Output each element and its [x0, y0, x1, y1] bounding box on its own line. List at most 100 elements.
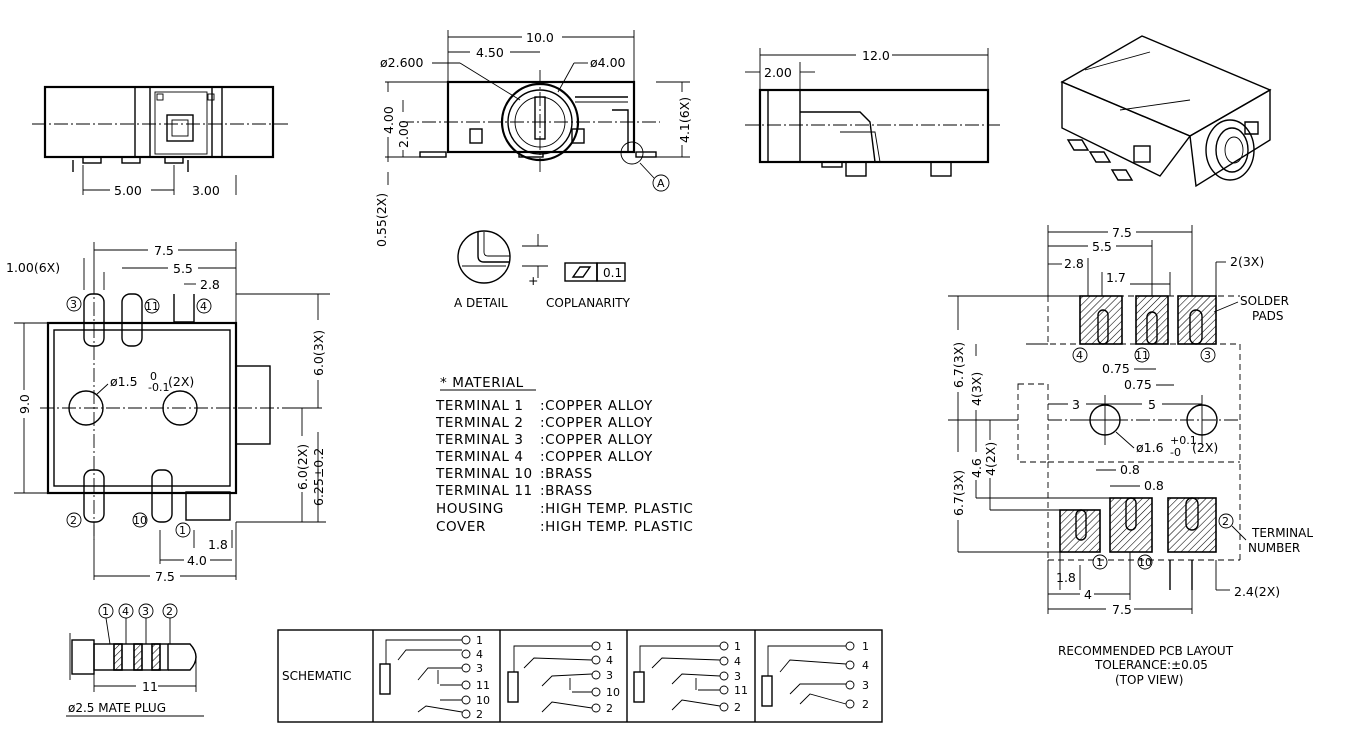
material-value: :COPPER ALLOY — [540, 449, 653, 465]
pcb-dim-24-2x: 2.4(2X) — [1234, 584, 1280, 599]
schematic-pin: 2 — [606, 702, 613, 715]
detail-a: + A DETAIL 0.1 COPLANARITY — [454, 230, 631, 310]
schematic-pin: 2 — [476, 708, 483, 721]
pin-label-3: 3 — [70, 298, 77, 311]
material-value: :COPPER ALLOY — [540, 398, 653, 414]
material-value: :HIGH TEMP. PLASTIC — [540, 501, 693, 517]
pcb-pad-1: 1 — [1096, 556, 1103, 569]
plug-pin-2: 2 — [166, 605, 173, 618]
dim-front-left: 5.00 — [114, 183, 142, 198]
material-value: :HIGH TEMP. PLASTIC — [540, 519, 693, 535]
schematic-label: SCHEMATIC — [282, 669, 351, 683]
material-part: TERMINAL 3 — [435, 432, 524, 448]
pcb-dim-17: 1.7 — [1106, 270, 1126, 285]
pcb-dim-hole-qty: (2X) — [1192, 440, 1218, 455]
coplanarity-label: COPLANARITY — [546, 296, 631, 310]
material-heading: * MATERIAL — [440, 375, 524, 391]
schematic-pin: 4 — [862, 659, 869, 672]
pcb-dim-75-bottom: 7.5 — [1112, 602, 1132, 617]
material-part: TERMINAL 1 — [435, 398, 524, 414]
dim-top-offset: 4.50 — [476, 45, 504, 60]
pcb-dim-hole-tol-dn: -0 — [1170, 446, 1181, 459]
dim-bottom-hole: ø1.5 — [110, 374, 138, 389]
schematic-pin: 3 — [476, 662, 483, 675]
dim-bottom-hole-tol-dn: -0.1 — [148, 381, 169, 394]
schematic-pin: 11 — [476, 679, 490, 692]
dim-top-height: 4.00 — [381, 106, 396, 134]
svg-text:+: + — [528, 273, 538, 288]
pcb-dim-hole-tol-up: +0.1 — [1170, 434, 1197, 447]
schematic-pin: 1 — [862, 640, 869, 653]
dim-bottom-h625: 6.25±0.2 — [311, 448, 326, 506]
schematic-pin: 3 — [862, 679, 869, 692]
pcb-caption-line3: (TOP VIEW) — [1115, 673, 1183, 687]
pcb-dim-08-b: 0.8 — [1144, 478, 1164, 493]
dim-bottom-width-bottom: 7.5 — [155, 569, 175, 584]
pcb-dim-67-bottom: 6.7(3X) — [951, 470, 966, 516]
pcb-dim-5: 5 — [1148, 397, 1156, 412]
dim-pad-thickness: 0.55(2X) — [374, 193, 389, 247]
plug-pin-1: 1 — [102, 605, 109, 618]
schematic-pin: 1 — [606, 640, 613, 653]
dim-bottom-55: 5.5 — [173, 261, 193, 276]
pcb-pad-2: 2 — [1222, 515, 1229, 528]
detail-title: A DETAIL — [454, 296, 508, 310]
pcb-pad-3: 3 — [1204, 349, 1211, 362]
dim-bottom-width-top: 7.5 — [154, 243, 174, 258]
dim-top-axis: 2.00 — [396, 120, 411, 148]
schematic-pin: 2 — [734, 701, 741, 714]
pcb-dim-hole: ø1.6 — [1136, 440, 1164, 455]
schematic-pin: 1 — [734, 640, 741, 653]
pcb-pad-10: 10 — [1138, 556, 1152, 569]
plug-pin-4: 4 — [122, 605, 129, 618]
schematic-pin: 4 — [606, 654, 613, 667]
pin-label-1: 1 — [179, 524, 186, 537]
isometric-view — [1060, 35, 1272, 188]
pcb-dim-075-b: 0.75 — [1124, 377, 1152, 392]
plug-caption: ø2.5 MATE PLUG — [68, 701, 166, 715]
schematic-panel-3: 1 4 3 11 2 — [633, 640, 748, 714]
bottom-view: 3 11 4 2 10 1 1.00(6X) 7.5 5.5 2.8 ø1.5 … — [6, 242, 330, 584]
material-value: :BRASS — [540, 483, 593, 499]
coplanarity-value: 0.1 — [603, 266, 622, 280]
schematic-pin: 10 — [606, 686, 620, 699]
material-part: HOUSING — [436, 501, 504, 517]
pcb-caption-line2: TOLERANCE:±0.05 — [1094, 658, 1208, 672]
dim-top-bore: ø2.600 — [380, 55, 423, 70]
pin-label-4: 4 — [200, 300, 207, 313]
front-view: 5.00 3.00 — [32, 85, 290, 198]
dim-front-right: 3.00 — [192, 183, 220, 198]
pin-label-11: 11 — [145, 300, 159, 313]
pcb-pad-4: 4 — [1076, 349, 1083, 362]
dim-bottom-hole-tol-up: 0 — [150, 370, 157, 383]
material-part: COVER — [436, 519, 486, 535]
pcb-pad-11: 11 — [1135, 349, 1149, 362]
pin-label-2: 2 — [70, 514, 77, 527]
pcb-dim-3: 3 — [1072, 397, 1080, 412]
dim-bottom-h9: 9.0 — [17, 394, 32, 414]
schematic-panel-1: 1 4 3 11 10 2 — [379, 634, 490, 721]
pcb-dim-67-top: 6.7(3X) — [951, 342, 966, 388]
dim-bottom-h6-2x: 6.0(2X) — [295, 444, 310, 490]
pcb-terminal-label-2: NUMBER — [1248, 541, 1300, 555]
schematic-pin: 2 — [862, 698, 869, 711]
dim-top-dia: ø4.00 — [590, 55, 626, 70]
side-view: 12.0 2.00 — [745, 48, 1000, 177]
dim-side-offset: 2.00 — [764, 65, 792, 80]
material-value: :COPPER ALLOY — [540, 432, 653, 448]
schematic-pin: 1 — [476, 634, 483, 647]
material-part: TERMINAL 2 — [435, 415, 524, 431]
pcb-solder-label-1: SOLDER — [1240, 294, 1289, 308]
pcb-dim-075-a: 0.75 — [1102, 361, 1130, 376]
dim-bottom-hole-qty: (2X) — [168, 374, 194, 389]
material-list: * MATERIAL TERMINAL 1 :COPPER ALLOY TERM… — [435, 375, 693, 535]
pcb-dim-75-top: 7.5 — [1112, 225, 1132, 240]
pcb-dim-46: 4.6 — [969, 458, 984, 478]
material-value: :BRASS — [540, 466, 593, 482]
pcb-dim-28: 2.8 — [1064, 256, 1084, 271]
dim-bottom-18: 1.8 — [208, 537, 228, 552]
schematic-pin: 3 — [606, 669, 613, 682]
material-part: TERMINAL 10 — [435, 466, 533, 482]
pcb-dim-2-3x: 2(3X) — [1230, 254, 1264, 269]
